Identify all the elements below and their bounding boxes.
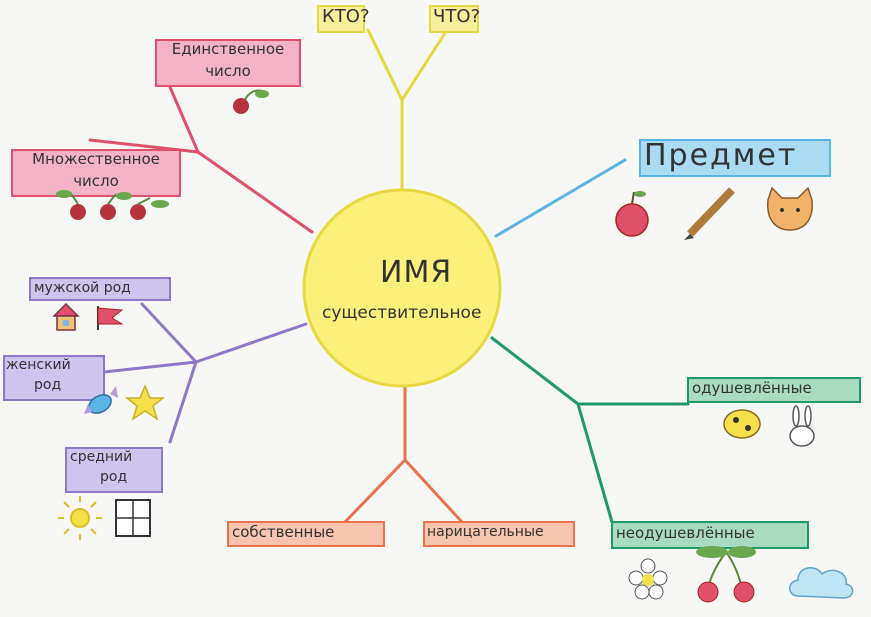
masculine-label: мужской род bbox=[34, 280, 131, 296]
cat-icon bbox=[767, 186, 813, 231]
proper-label: собственные bbox=[232, 523, 335, 541]
cloud-icon bbox=[789, 567, 854, 599]
branch-number bbox=[88, 62, 314, 234]
branch-kind bbox=[343, 386, 464, 524]
plural-line1: Множественное bbox=[32, 150, 160, 168]
star-icon bbox=[124, 384, 166, 421]
branch-animacy bbox=[490, 336, 690, 524]
center-title: ИМЯ bbox=[380, 255, 453, 290]
who-highlight bbox=[317, 5, 365, 33]
sun-icon bbox=[58, 496, 102, 540]
feminine-line1: женский bbox=[6, 357, 71, 373]
question-what: ЧТО? bbox=[433, 6, 481, 27]
masculine-highlight bbox=[29, 277, 171, 301]
candy-icon bbox=[84, 386, 118, 414]
common-label: нарицательные bbox=[427, 524, 544, 540]
proper-highlight bbox=[227, 521, 385, 547]
ladybug-icon bbox=[723, 409, 761, 439]
apple-icon bbox=[615, 191, 649, 237]
flag-icon bbox=[97, 306, 124, 330]
singular-highlight bbox=[155, 39, 301, 87]
inanimate-highlight bbox=[611, 521, 809, 549]
object-highlight bbox=[639, 139, 831, 177]
neuter-highlight bbox=[65, 447, 163, 493]
plural-highlight bbox=[11, 149, 181, 197]
neuter-line1: средний bbox=[70, 449, 133, 465]
flower-icon bbox=[628, 558, 668, 600]
animate-highlight bbox=[687, 377, 861, 403]
common-highlight bbox=[423, 521, 575, 547]
inanimate-label: неодушевлённые bbox=[616, 524, 755, 542]
branch-object bbox=[494, 158, 627, 238]
question-who: КТО? bbox=[322, 6, 370, 27]
center-circle bbox=[302, 188, 502, 388]
pencil-icon bbox=[684, 187, 735, 240]
animate-label: одушевлённые bbox=[692, 379, 812, 397]
bunny-icon bbox=[789, 405, 815, 447]
feminine-line2: род bbox=[34, 377, 62, 393]
center-subtitle: существительное bbox=[322, 303, 482, 323]
cherries-pair-icon bbox=[696, 546, 756, 603]
house-icon bbox=[52, 302, 80, 331]
cherry-icon bbox=[233, 89, 269, 114]
neuter-line2: род bbox=[100, 469, 128, 485]
branch-questions bbox=[366, 28, 449, 190]
plural-line2: число bbox=[73, 172, 119, 190]
object-label: Предмет bbox=[644, 138, 798, 173]
feminine-highlight bbox=[3, 355, 105, 401]
branch-gender bbox=[102, 302, 308, 444]
singular-line2: число bbox=[205, 62, 251, 80]
cherries-icon bbox=[56, 190, 169, 220]
window-icon bbox=[115, 499, 151, 537]
singular-line1: Единственное bbox=[171, 40, 285, 58]
what-highlight bbox=[429, 5, 479, 33]
